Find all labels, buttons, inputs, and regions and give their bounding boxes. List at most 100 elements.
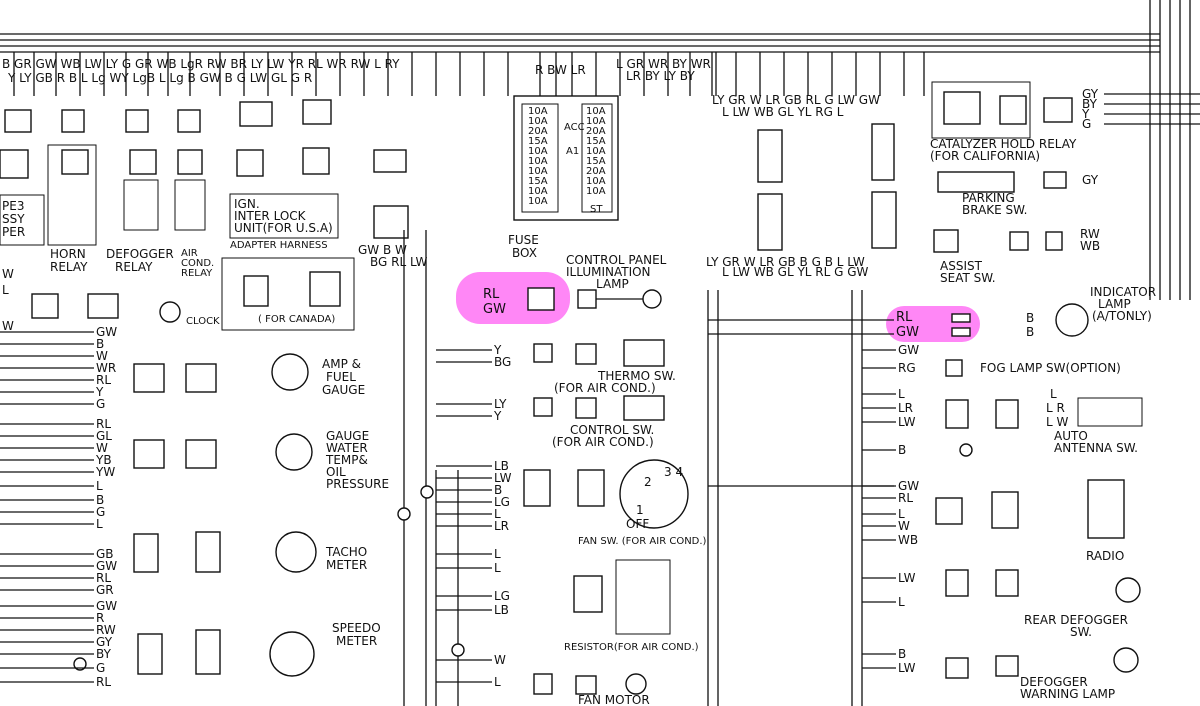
right-wire-label: B — [898, 443, 906, 457]
left-wire-label: RL — [96, 571, 111, 585]
far-right-bus — [1149, 0, 1191, 300]
relay-row — [0, 144, 339, 246]
adapter-harness-label: ADAPTER HARNESS — [230, 240, 328, 251]
mid-wire-label: L — [494, 675, 501, 689]
fuse-side-st: ST — [590, 204, 603, 215]
mid-wire-label: L — [494, 547, 501, 561]
mid-wire-label: LG — [494, 495, 510, 509]
fuse-code-left: 10A — [528, 166, 548, 177]
fuse-code-left: 10A — [528, 196, 548, 207]
left-wire-label: L — [96, 517, 103, 531]
left-wire-label: YB — [95, 453, 112, 467]
right-wire-label: LW — [898, 571, 916, 585]
catalyzer-wire-label: Y — [1081, 107, 1090, 121]
right-wire-label: RG — [898, 361, 916, 375]
right-wire-label: B — [898, 647, 906, 661]
mid-wire-label: Y — [493, 343, 502, 357]
svg-text:W: W — [2, 319, 14, 333]
right-wire-label: LW — [898, 661, 916, 675]
left-wire-label: G — [96, 505, 105, 519]
mid-bus — [397, 230, 465, 706]
svg-text:3 4: 3 4 — [664, 465, 683, 479]
mid-wire-label: L — [494, 507, 501, 521]
fan-sw-off: OFF — [626, 517, 649, 531]
right-wire-label: L — [898, 595, 905, 609]
fuse-code-left: 10A — [528, 116, 548, 127]
fuse-code-right: 20A — [586, 126, 606, 137]
fuse-code-right: 15A — [586, 156, 606, 167]
fuse-side-acc: ACC — [564, 122, 585, 133]
mid-wire-label: B — [494, 483, 502, 497]
top-bus-wires — [0, 33, 1160, 96]
left-wire-label: Y — [95, 385, 104, 399]
fuse-code-right: 10A — [586, 186, 606, 197]
thermo-sw-label: THERMO SW.(FOR AIR COND.) — [554, 369, 676, 395]
left-wire-label: W — [96, 349, 108, 363]
svg-text:B: B — [1026, 311, 1034, 325]
right-mid-bottom2: L LW WB GL YL RL G GW — [722, 265, 869, 279]
clock-label: CLOCK — [186, 316, 220, 327]
right-wire-label: L — [898, 507, 905, 521]
left-wire-label: RW — [96, 623, 116, 637]
fuse-code-left: 10A — [528, 106, 548, 117]
left-column-wire-labels: GWBWWRRLYGRLGLWYBYWLBGLGBGWRLGRGWRRWGYBY… — [0, 325, 117, 689]
left-wire-label: R — [96, 611, 104, 625]
left-wire-label: L — [96, 479, 103, 493]
svg-text:W: W — [2, 267, 14, 281]
mid-wire-label: LW — [494, 471, 512, 485]
highlight-left — [456, 272, 570, 324]
svg-text:L: L — [2, 283, 9, 297]
fan-motor-icon — [625, 673, 647, 695]
left-wire-label: RL — [96, 417, 111, 431]
right-bus — [707, 290, 894, 706]
highlight-left-rl: RL — [483, 287, 500, 302]
catalyzer-wire-label: GY — [1082, 87, 1099, 101]
illumination-lamp-icon — [642, 289, 662, 309]
top-connectors — [4, 99, 332, 133]
left-wire-label: GB — [96, 547, 114, 561]
left-wire-label: W — [96, 441, 108, 455]
left-wire-label: BY — [96, 647, 112, 661]
right-wire-label: WB — [898, 533, 918, 547]
svg-text:L W: L W — [1046, 415, 1069, 429]
fuse-code-left: 10A — [528, 186, 548, 197]
right-mid-bottom: LY GR W LR GB B G B L LW — [706, 255, 865, 269]
fuse-side-a1: A1 — [566, 146, 579, 157]
mid-wire-label: LG — [494, 589, 510, 603]
mid-wire-label: BG — [494, 355, 511, 369]
mid-wire-label: LB — [494, 459, 509, 473]
fuse-code-left: 15A — [528, 136, 548, 147]
right-wire-label: GW — [898, 479, 919, 493]
mid-wire-label: L — [494, 561, 501, 575]
top-wire-codes-right: L GR WR BY WR — [616, 57, 711, 71]
fuse-code-left: 10A — [528, 156, 548, 167]
left-wire-label: RL — [96, 675, 111, 689]
right-wire-label: LW — [898, 415, 916, 429]
right-mid-top: LY GR W LR GB RL G LW GW — [712, 93, 880, 107]
left-wire-label: YW — [95, 465, 115, 479]
mid-wire-label: LR — [494, 519, 509, 533]
highlight-right-rl: RL — [896, 310, 913, 325]
left-wire-label: G — [96, 661, 105, 675]
catalyzer-hold-relay-label: CATALYZER HOLD RELAY(FOR CALIFORNIA) — [930, 137, 1077, 163]
svg-text:L: L — [1050, 387, 1057, 401]
fuse-code-right: 10A — [586, 176, 606, 187]
fuse-code-right: 10A — [586, 146, 606, 157]
fuse-code-left: 15A — [528, 176, 548, 187]
